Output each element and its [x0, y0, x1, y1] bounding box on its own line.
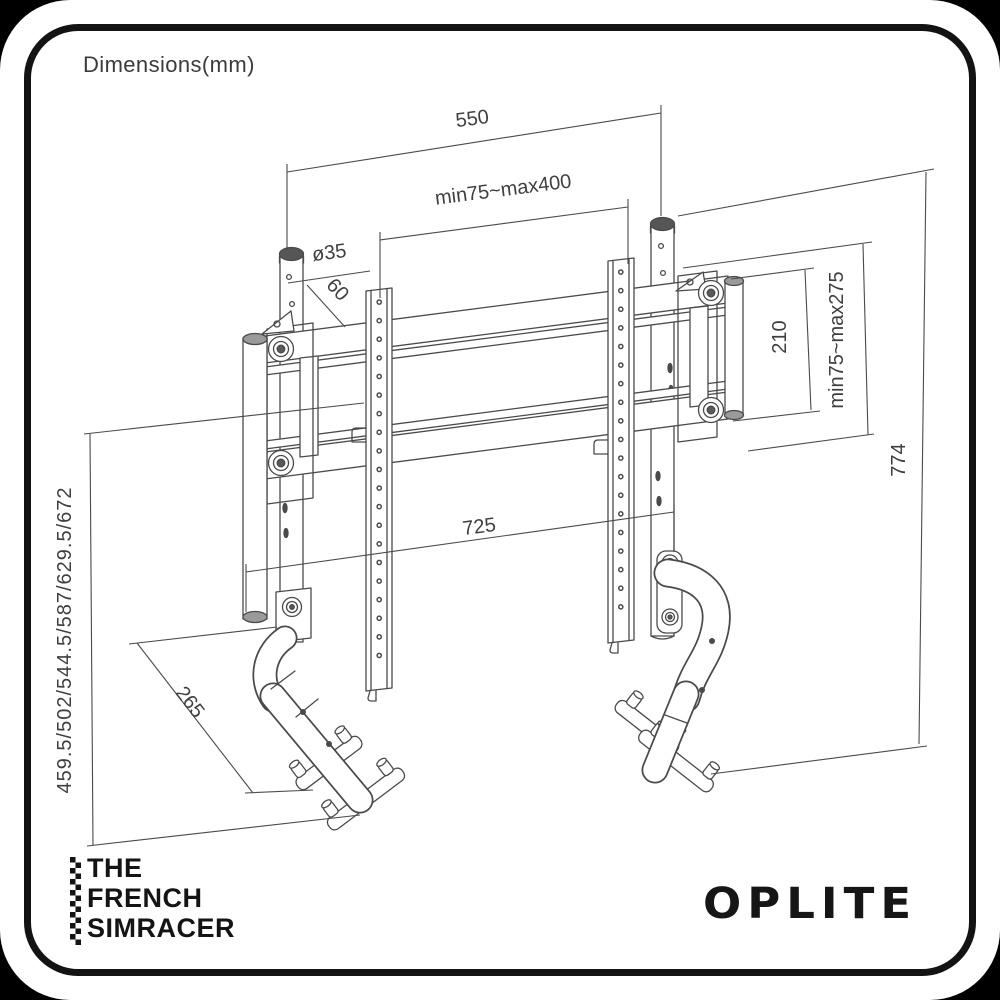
oplite-logo: OPLITE: [703, 878, 918, 929]
vesa-rail-left: [351, 287, 393, 702]
bracket-right: [675, 270, 718, 443]
leg-right: [614, 550, 731, 793]
dim-pole-offset-label: 60: [322, 274, 353, 305]
logo-line-simracer: SIMRACER: [87, 913, 236, 943]
vesa-rail-right: [593, 257, 635, 654]
dim-bracket-height: 210: [730, 267, 821, 422]
dim-column-height-label: 774: [888, 443, 910, 476]
dim-top-width-label: 550: [454, 106, 490, 132]
dim-bracket-height-label: 210: [769, 320, 791, 353]
logo-line-french: FRENCH: [87, 883, 203, 913]
checkered-flag-strip: [70, 857, 81, 945]
dim-pole-diameter-label: ø35: [311, 240, 348, 266]
dim-top-width: 550: [286, 105, 662, 250]
end-tube-right: [723, 275, 745, 421]
dim-rail-width-label: 725: [461, 514, 497, 540]
page-title: Dimensions(mm): [83, 52, 255, 77]
dim-pole-offset: 60: [306, 274, 353, 328]
dim-vesa-width-label: min75~max400: [434, 170, 573, 209]
end-tube-left: [242, 332, 268, 624]
dim-vesa-height-label: min75~max275: [826, 271, 848, 408]
the-french-simracer-logo: THE FRENCH SIMRACER: [87, 853, 235, 943]
dim-foot-depth-label: 265: [171, 682, 209, 722]
dim-vesa-width: min75~max400: [379, 170, 629, 298]
dim-mount-heights: 459.5/502/544.5/587/629.5/672: [54, 402, 365, 847]
leg-left: [252, 587, 406, 831]
dim-pole-diameter: ø35: [287, 240, 371, 284]
logo-line-the: THE: [87, 853, 143, 883]
rail-screws: [267, 279, 725, 477]
dim-rail-width: 725: [245, 504, 675, 612]
dim-mount-heights-label: 459.5/502/544.5/587/629.5/672: [54, 486, 76, 793]
dim-vesa-height: min75~max275: [682, 241, 875, 452]
dim-column-height: 774: [677, 168, 935, 775]
